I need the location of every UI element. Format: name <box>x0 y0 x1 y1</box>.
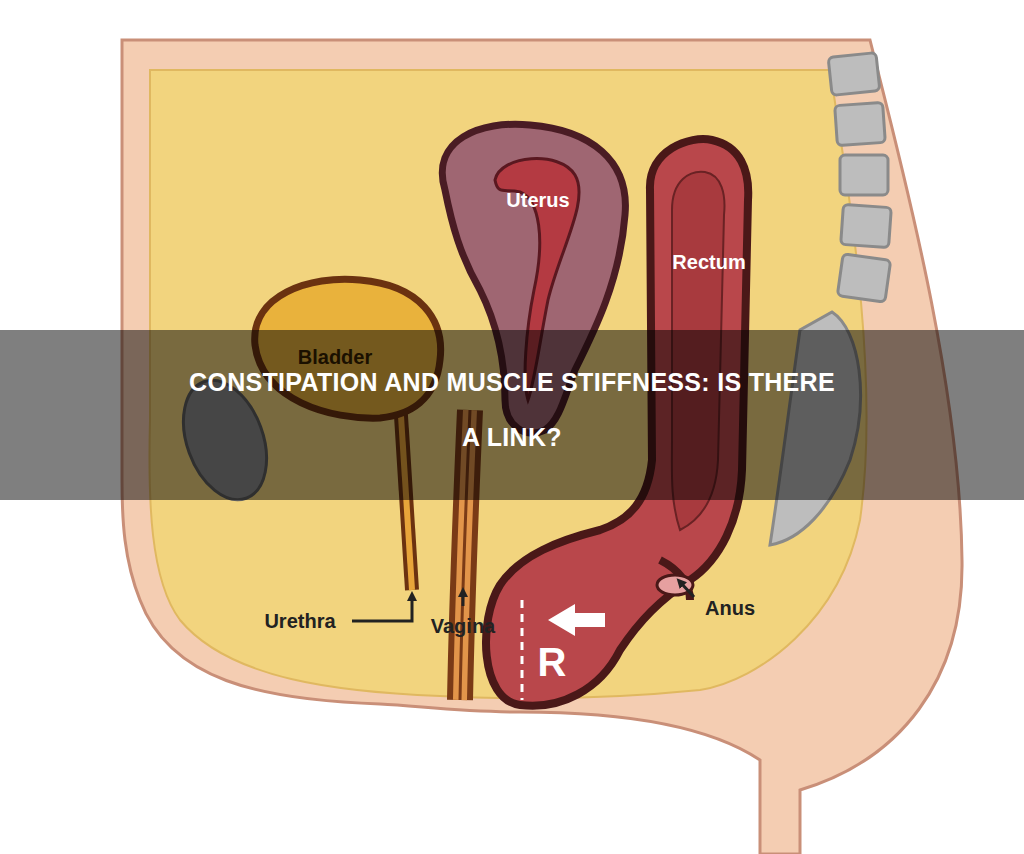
organ-label-holder: Uterus <box>506 189 569 212</box>
part-label: Anus <box>705 597 755 619</box>
part-label-holder: Vagina <box>431 615 495 638</box>
region-letter-holder: R <box>538 640 567 685</box>
title-area: CONSTIPATION AND MUSCLE STIFFNESS: IS TH… <box>0 355 1024 465</box>
part-label: Urethra <box>264 610 335 632</box>
leader-arrows <box>352 582 694 621</box>
organ-label-holder: Rectum <box>672 251 745 274</box>
organ-label: Uterus <box>506 189 569 211</box>
organ-label: Rectum <box>672 251 745 273</box>
title-banner <box>0 330 1024 500</box>
region-letter: R <box>538 640 567 684</box>
organ-label: Bladder <box>298 346 372 368</box>
part-label-holder: Urethra <box>264 610 335 633</box>
part-label: Vagina <box>431 615 495 637</box>
organ-label-holder: Bladder <box>298 346 372 369</box>
part-label-holder: Anus <box>705 597 755 620</box>
title-text: CONSTIPATION AND MUSCLE STIFFNESS: IS TH… <box>182 355 842 465</box>
